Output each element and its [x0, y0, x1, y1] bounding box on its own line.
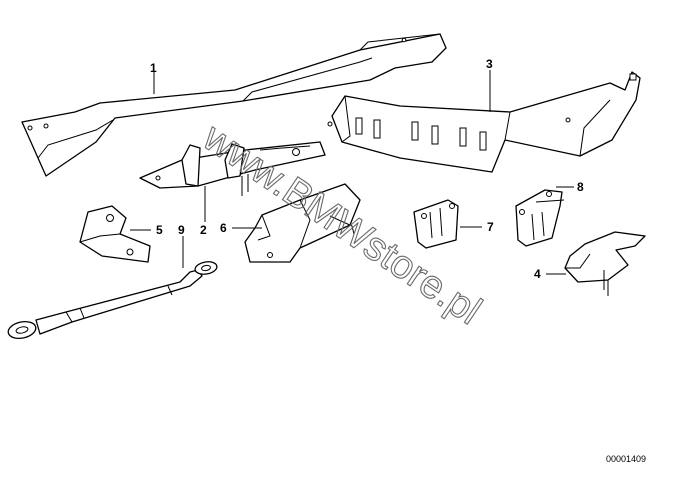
part-number-7: 7 [487, 220, 494, 234]
part-number-3: 3 [486, 57, 493, 71]
part-7-clip-plate [413, 199, 459, 249]
part-number-1: 1 [150, 61, 157, 75]
part-number-5: 5 [156, 223, 163, 237]
leader-lines [130, 70, 574, 275]
part-8-clip-plate [515, 189, 565, 247]
part-number-8: 8 [577, 180, 584, 194]
part-3-large-bracket-plate [327, 71, 641, 173]
part-number-9: 9 [178, 223, 185, 237]
part-9-earth-strap [7, 261, 218, 339]
part-1-long-bracket [21, 33, 447, 177]
part-number-4: 4 [534, 267, 541, 281]
part-number-2: 2 [200, 223, 207, 237]
part-5-small-bracket [79, 205, 151, 263]
part-6-clamp-bracket [244, 183, 361, 263]
diagram-reference-code: 00001409 [606, 454, 646, 464]
part-2-mounting-bracket [139, 141, 326, 196]
part-number-6: 6 [220, 221, 227, 235]
part-4-bent-clip [564, 231, 646, 296]
